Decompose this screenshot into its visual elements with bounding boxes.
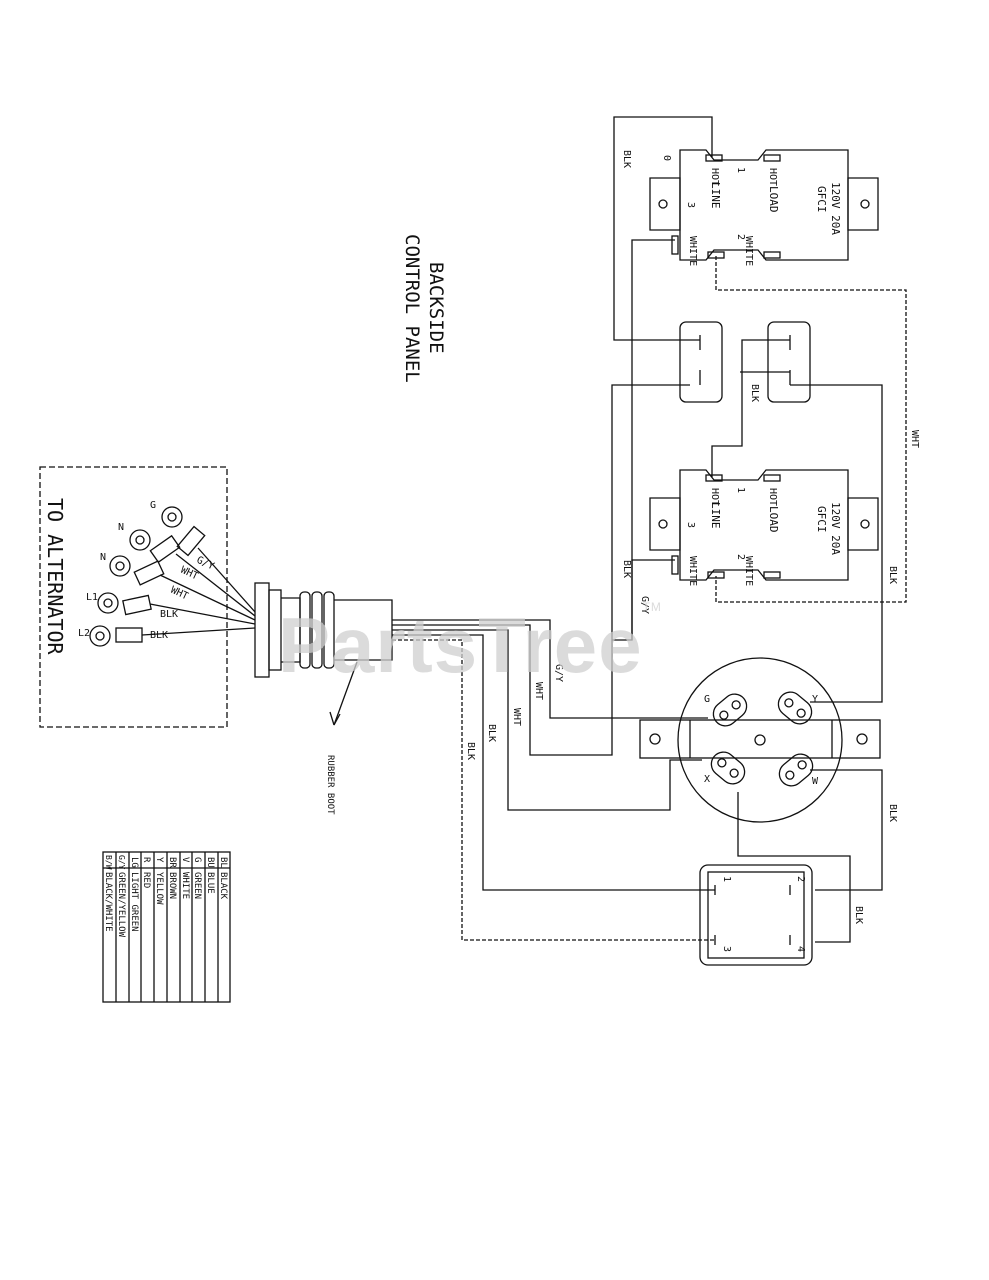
- rubber-boot-label: RUBBER BOOT: [325, 755, 335, 815]
- legend-code: Y: [154, 857, 164, 863]
- legend-name: BLUE: [205, 872, 215, 894]
- legend-name: BLACK: [218, 872, 228, 900]
- gfci-top-type: GFCI: [815, 186, 828, 213]
- wire-label-left-blk: BLK: [621, 560, 632, 578]
- lead-label-n2: N: [100, 552, 106, 563]
- legend-code: G: [192, 857, 202, 862]
- lead-wire-gy: G/Y: [195, 555, 216, 573]
- wire-label-blk-harness-2: BLK: [465, 742, 476, 760]
- lead-label-l2: L2: [78, 628, 90, 639]
- circuit-breaker-left: [679, 321, 723, 403]
- wire-label-blk-switch: BLK: [853, 906, 864, 924]
- gfci-bottom-line: LINE: [709, 502, 722, 529]
- gfci-bottom-pin-3: 3: [685, 522, 696, 528]
- lead-wire-blk-1: BLK: [160, 609, 178, 620]
- receptacle-terminal-x: X: [704, 774, 710, 785]
- wire-label-top-blk: BLK: [621, 150, 632, 168]
- gfci-bottom-pin-1: 1: [735, 487, 746, 493]
- watermark-tm: TM: [642, 600, 662, 614]
- harness-wires: [392, 384, 715, 941]
- gfci-outlet-bottom: [649, 469, 879, 581]
- gfci-top-hot: HOT: [709, 168, 720, 186]
- switch-terminal-4: 4: [795, 946, 806, 952]
- wire-label-gy-harness: G/Y: [553, 664, 564, 682]
- watermark-text: PartsTree: [278, 601, 643, 689]
- receptacle-terminal-y: Y: [812, 694, 818, 705]
- legend-name: YELLOW: [154, 872, 164, 905]
- legend-name: BROWN: [167, 872, 177, 899]
- circuit-breaker-right: [767, 321, 811, 403]
- wire-label-blk-right-upper: BLK: [887, 566, 898, 584]
- wire-label-gy-center: G/Y: [639, 596, 650, 614]
- wire-label-blk-harness-1: BLK: [486, 724, 497, 742]
- gfci-bottom-type: GFCI: [815, 506, 828, 533]
- gfci-bottom-white-2: WHITE: [743, 556, 754, 586]
- receptacle-terminal-w: W: [812, 776, 819, 787]
- gfci-top-pin-1: 1: [735, 167, 746, 173]
- gfci-bottom-hot: HOT: [709, 488, 720, 506]
- gfci-bottom-hot2: HOT: [767, 488, 778, 506]
- lead-wire-wht-1: WHT: [179, 565, 200, 583]
- receptacle-terminal-g: G: [704, 694, 710, 705]
- gfci-bottom-white-1: WHITE: [687, 556, 698, 586]
- gfci-bottom-pin-2: 2: [735, 554, 746, 560]
- diagram-title: BACKSIDE CONTROL PANEL: [401, 234, 447, 383]
- legend-code: BR: [167, 857, 177, 868]
- legend-name: RED: [141, 872, 151, 888]
- wire-label-wht-harness-2: WHT: [511, 708, 522, 726]
- legend-name: WHITE: [180, 872, 190, 899]
- legend-name: LIGHT GREEN: [129, 872, 139, 932]
- wire-label-blk-right-lower: BLK: [887, 804, 898, 822]
- gfci-outlet-top: [649, 149, 879, 261]
- gfci-bottom-rating: 120V 20A: [829, 502, 842, 555]
- watermark: PartsTreeTM: [278, 600, 662, 691]
- legend-name: GREEN/YELLOW: [116, 872, 126, 938]
- gfci-top-rating: 120V 20A: [829, 182, 842, 235]
- gfci-top-white-2: WHITE: [743, 236, 754, 266]
- gfci-top-pin-0: 0: [661, 155, 672, 161]
- title-line-1: BACKSIDE: [425, 262, 447, 354]
- legend-code: LG: [129, 857, 139, 868]
- legend-name: GREEN: [192, 872, 202, 899]
- twist-lock-receptacle: [639, 657, 881, 823]
- switch-terminal-3: 3: [721, 946, 732, 952]
- legend-code: V: [180, 857, 190, 863]
- title-line-2: CONTROL PANEL: [401, 234, 423, 383]
- legend-code: BL: [218, 857, 228, 868]
- gfci-top-pin-2: 2: [735, 234, 746, 240]
- lead-wire-blk-2: BLK: [150, 630, 168, 641]
- wire-label-wht-right: WHT: [909, 430, 920, 448]
- legend-code: R: [141, 857, 151, 863]
- color-legend: [102, 851, 231, 1003]
- legend-code: G/Y: [117, 855, 126, 870]
- gfci-top-white-1: WHITE: [687, 236, 698, 266]
- panel-wires: [612, 116, 907, 943]
- lead-label-n1: N: [118, 522, 124, 533]
- switch-block: [699, 864, 813, 966]
- alternator-box: TO ALTERNATOR: [39, 466, 228, 728]
- alternator-label: TO ALTERNATOR: [43, 498, 67, 655]
- legend-code: B/W: [104, 855, 113, 870]
- wire-label-wht-harness-1: WHT: [533, 682, 544, 700]
- switch-terminal-2: 2: [795, 876, 806, 882]
- gfci-top-line: LINE: [709, 182, 722, 209]
- wire-label-mid-blk: BLK: [749, 384, 760, 402]
- legend-code: BU: [205, 857, 215, 868]
- gfci-top-hot2: HOT: [767, 168, 778, 186]
- lead-label-g: G: [150, 500, 156, 511]
- gfci-bottom-load: LOAD: [767, 506, 780, 533]
- lead-label-l1: L1: [86, 592, 98, 603]
- legend-name: BLACK/WHITE: [103, 872, 113, 932]
- legend-entries: BL BLACK BU BLUE G GREEN V WHITE BR BROW…: [103, 855, 228, 938]
- gfci-top-load: LOAD: [767, 186, 780, 213]
- switch-terminal-1: 1: [721, 876, 732, 882]
- gfci-top-pin-3: 3: [685, 202, 696, 208]
- alternator-terminals: [89, 506, 256, 647]
